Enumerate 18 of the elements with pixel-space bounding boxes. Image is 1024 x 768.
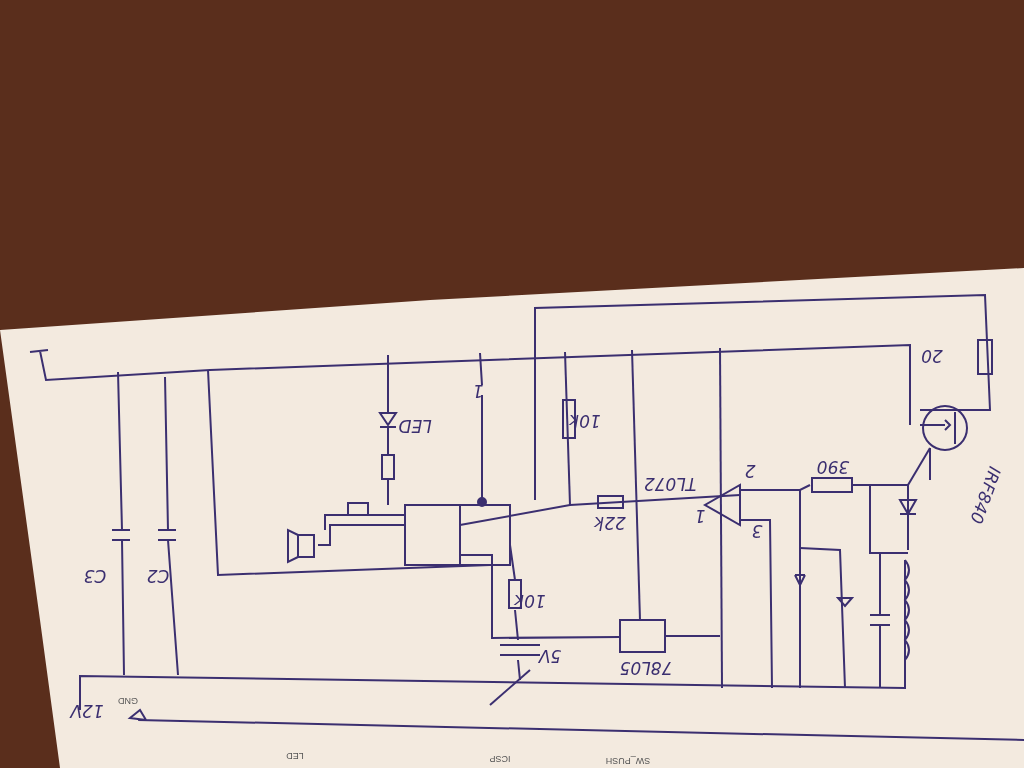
handwritten-label: 3 xyxy=(751,521,763,539)
printed-label: SW_PUSH xyxy=(605,755,651,765)
handwritten-label: 1 xyxy=(472,381,484,399)
handwritten-label: LED xyxy=(398,416,432,434)
handwritten-label: 20 xyxy=(921,346,943,364)
handwritten-label: 22k xyxy=(594,513,626,531)
handwritten-label: C2 xyxy=(146,566,170,584)
handwritten-label: TL072 xyxy=(643,474,697,492)
printed-label: GND xyxy=(118,695,138,705)
handwritten-label: 12V xyxy=(70,701,104,719)
handwritten-label: 2 xyxy=(744,461,756,479)
printed-label: LED xyxy=(286,750,304,760)
handwritten-label: 78L05 xyxy=(619,658,673,676)
handwritten-label: 1 xyxy=(694,506,706,524)
printed-label: ICSP xyxy=(489,753,511,763)
handwritten-label: 390 xyxy=(816,457,850,475)
handwritten-label: C3 xyxy=(83,566,107,584)
handwritten-label: 5V xyxy=(538,646,562,664)
